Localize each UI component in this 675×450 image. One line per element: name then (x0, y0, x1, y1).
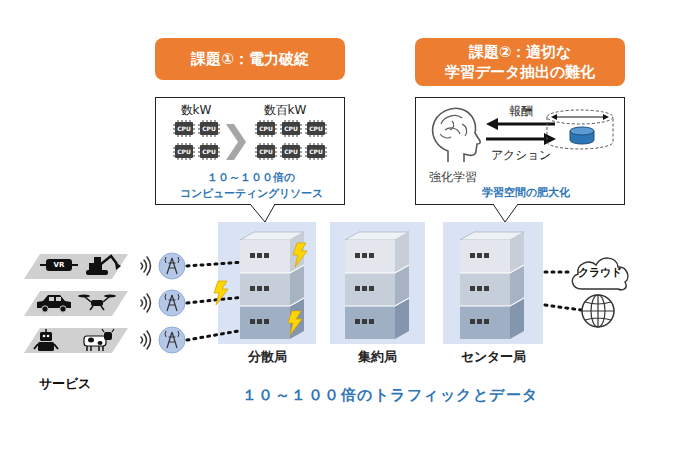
pointer-fill (250, 204, 275, 223)
cpu-chip (280, 143, 302, 160)
issue-header: 課題①：電力破綻 (155, 38, 345, 80)
reward-arrow (497, 123, 555, 126)
header-text: 課題①：電力破綻 (155, 38, 345, 80)
reward-arrowhead (486, 118, 498, 130)
data-cylinder-top (570, 127, 594, 135)
arrow-label: 報酬 (496, 103, 546, 119)
service-label: サービス (25, 375, 105, 392)
callout-pointer (250, 204, 275, 223)
wireless-waves (141, 331, 151, 349)
callout-pointer (493, 204, 518, 223)
space-ellipse (547, 110, 613, 124)
cpu-chip (173, 120, 195, 137)
callout-caption: １０～１００倍の コンピューティングリソース (166, 170, 336, 202)
robot-icon (34, 329, 58, 351)
power-value: 数kW (171, 102, 221, 118)
vr-goggles (46, 259, 72, 271)
car-icon (37, 295, 71, 312)
traffic-caption: １０～１００倍のトラフィックとデータ (210, 385, 570, 405)
cloud-label: クラウド (568, 254, 632, 292)
globe-icon (582, 295, 614, 327)
width-arrowhead (551, 114, 557, 120)
arrow-label: アクション (481, 147, 561, 163)
lightning-bolt (288, 311, 302, 335)
wireless-waves (141, 294, 151, 312)
base-station-antenna (159, 290, 185, 316)
chip-label: CPU (173, 124, 195, 133)
wireless-waves (141, 257, 151, 275)
service-plane (24, 291, 128, 316)
dotted-line (545, 271, 568, 274)
station-name: センター局 (433, 348, 553, 365)
chip-label: CPU (198, 124, 220, 133)
lightning-bolt (293, 243, 307, 267)
pointer-fill (493, 204, 518, 223)
chip-label: CPU (173, 147, 195, 156)
cpu-chip (198, 143, 220, 160)
space-cylinder (547, 117, 613, 149)
building-icon (460, 232, 524, 339)
dotted-link (187, 262, 244, 340)
building-icon (345, 232, 409, 339)
chip-label: CPU (280, 147, 302, 156)
service-plane (24, 254, 128, 279)
excavator-icon (86, 256, 121, 275)
building-icon (240, 232, 304, 339)
lightning-bolt (214, 281, 228, 305)
chip-label: CPU (198, 147, 220, 156)
width-arrow (556, 116, 604, 117)
station-name: 分散局 (207, 348, 327, 365)
base-station-antenna (159, 327, 185, 353)
dotted-link (545, 305, 581, 310)
cpu-chip (198, 120, 220, 137)
vr-label: VR (46, 260, 72, 270)
width-arrowhead (603, 114, 609, 120)
base-station-antenna (159, 253, 185, 279)
cow-icon (84, 329, 114, 351)
growth-chevron (226, 124, 246, 160)
pointer-outline (250, 204, 275, 222)
chip-label: CPU (255, 124, 277, 133)
chip-label: CPU (255, 147, 277, 156)
issue-header: 課題②：適切な 学習データ抽出の難化 (415, 38, 625, 86)
drone-icon (78, 295, 116, 311)
callout-caption: 学習空間の肥大化 (451, 186, 601, 200)
agent-label: 強化学習 (420, 169, 486, 185)
power-value: 数百kW (253, 102, 317, 118)
pointer-outline (493, 204, 518, 222)
cloud-shape: クラウド (568, 252, 632, 292)
header-text: 課題②：適切な 学習データ抽出の難化 (415, 38, 625, 86)
head-icon (433, 108, 481, 162)
action-arrowhead (544, 133, 556, 145)
cpu-chip (305, 120, 327, 137)
action-arrow (486, 138, 545, 141)
cpu-chip (255, 120, 277, 137)
brain-lines (440, 116, 467, 138)
dotted-link (545, 272, 568, 273)
service-plane (24, 328, 128, 353)
cpu-chip (173, 143, 195, 160)
chip-label: CPU (305, 124, 327, 133)
chip-label: CPU (305, 147, 327, 156)
chip-label: CPU (280, 124, 302, 133)
cpu-chip (305, 143, 327, 160)
cpu-chip (255, 143, 277, 160)
station-name: 集約局 (318, 348, 437, 365)
cpu-chip (280, 120, 302, 137)
